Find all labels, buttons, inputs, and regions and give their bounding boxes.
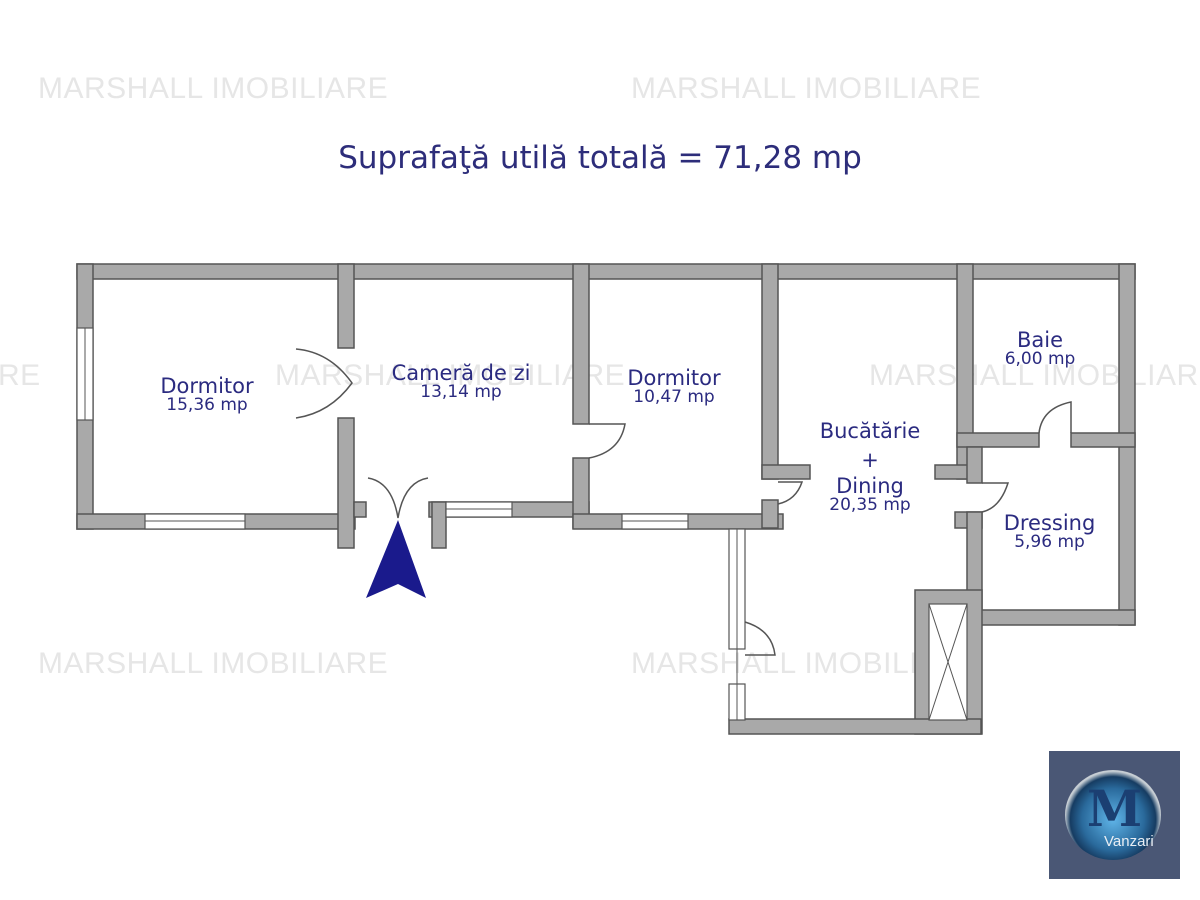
- wall: [956, 432, 1040, 448]
- door-swing: [295, 348, 353, 419]
- marshall-logo: M Vanzari: [1049, 751, 1180, 879]
- room-name: Dormitor: [160, 374, 254, 398]
- wall: [1070, 432, 1136, 448]
- door-swing: [777, 481, 804, 505]
- room-area: 13,14 mp: [420, 382, 502, 402]
- room-name: Dressing: [1003, 511, 1096, 535]
- room-name: Bucătărie: [819, 419, 921, 443]
- wall: [337, 417, 355, 549]
- wall: [572, 263, 590, 425]
- door-swing: [744, 621, 776, 656]
- wall: [761, 263, 779, 480]
- wall: [966, 609, 1136, 626]
- room-label-baie: Baie 6,00 mp: [980, 330, 1100, 368]
- entrance-arrow-icon: [366, 520, 426, 598]
- room-area: 10,47 mp: [633, 387, 715, 407]
- room-name: Dining: [836, 474, 904, 498]
- room-label-bucatarie-dining: Bucătărie + Dining 20,35 mp: [790, 421, 950, 514]
- watermark-text: RE: [0, 359, 41, 392]
- room-area: 20,35 mp: [829, 495, 911, 515]
- wall: [966, 446, 983, 484]
- room-area: 5,96 mp: [1014, 532, 1085, 552]
- room-area: 6,00 mp: [1004, 349, 1076, 369]
- total-area-title: Suprafaţă utilă totală = 71,28 mp: [338, 140, 862, 176]
- room-name: Cameră de zi: [391, 361, 531, 385]
- door-swing: [981, 482, 1010, 513]
- wall: [76, 263, 1136, 280]
- logo-ring-icon: [1065, 770, 1161, 860]
- entrance-door-swing: [367, 477, 429, 519]
- watermark-text: MARSHALL IMOBILIARE: [38, 72, 389, 105]
- room-name-plus: +: [861, 448, 879, 472]
- door-swing: [588, 423, 626, 459]
- watermark-text: MARSHALL IMOBILIARE: [38, 647, 389, 680]
- room-label-dormitor-1: Dormitor 15,36 mp: [127, 376, 287, 414]
- room-label-dressing: Dressing 5,96 mp: [982, 513, 1117, 551]
- room-label-camera-de-zi: Cameră de zi 13,14 mp: [371, 363, 551, 401]
- wall: [353, 501, 367, 518]
- watermark-text: MARSHALL IMOBILIARE: [631, 72, 982, 105]
- door-swing: [1038, 401, 1072, 434]
- wall: [337, 263, 355, 349]
- watermark-text: MARSHALL IMOBILIARE: [275, 359, 626, 392]
- room-area: 15,36 mp: [166, 395, 248, 415]
- wall: [431, 501, 447, 549]
- logo-caption: Vanzari: [1104, 833, 1154, 850]
- wall: [761, 464, 811, 480]
- room-name: Dormitor: [627, 366, 721, 390]
- logo-letter: M: [1086, 779, 1143, 838]
- wall: [728, 718, 982, 735]
- room-label-dormitor-2: Dormitor 10,47 mp: [594, 368, 754, 406]
- room-name: Baie: [1016, 328, 1064, 352]
- watermark-text: MARSHALL IMOBILIARE: [869, 359, 1200, 392]
- wall: [761, 499, 779, 529]
